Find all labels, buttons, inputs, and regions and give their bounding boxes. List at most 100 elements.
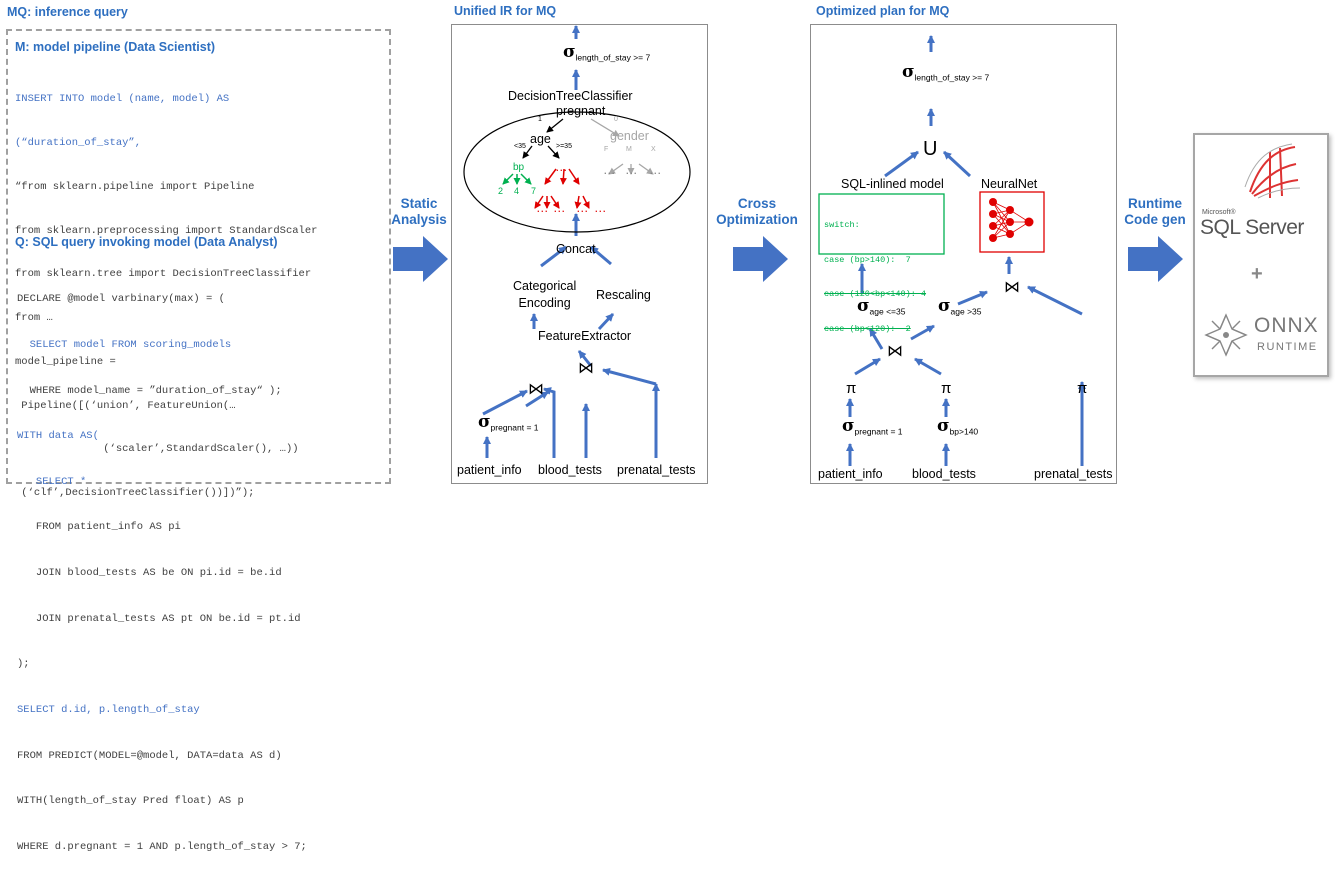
switch-line: switch: — [824, 220, 860, 230]
code-line: FROM patient_info AS pi — [17, 521, 181, 534]
opt-graph — [818, 35, 1086, 466]
edge — [957, 290, 988, 306]
code-line: FROM PREDICT(MODEL=@model, DATA=data AS … — [17, 749, 282, 762]
sql-server-logo-icon — [1244, 143, 1300, 199]
code-line: from … — [15, 312, 53, 325]
cross-optimization-label: Cross Optimization — [702, 196, 812, 228]
ir-red-dots-5: … — [594, 201, 607, 215]
opt-sql-inlined-label: SQL-inlined model — [841, 177, 944, 191]
code-line: SELECT * — [17, 475, 87, 488]
opt-union: U — [923, 138, 938, 160]
edge — [482, 389, 528, 416]
edge — [884, 150, 919, 178]
ir-gray-dots-1: … — [603, 163, 616, 177]
neuralnet-box — [979, 191, 1045, 253]
runtime-codegen-arrow — [1128, 236, 1183, 282]
ir-edge-lt35: <35 — [514, 143, 526, 150]
code-line: from sklearn.tree import DecisionTreeCla… — [15, 268, 312, 281]
code-line: WITH(length_of_stay Pred float) AS p — [17, 795, 244, 808]
ir-gray-dots-3: … — [649, 163, 662, 177]
onnx-logo-icon — [1204, 313, 1248, 357]
sql-inlined-box — [818, 193, 945, 255]
code-line: (‘scaler’,StandardScaler(), …)) — [15, 443, 299, 456]
code-line: (“duration_of_stay”, — [15, 136, 142, 149]
opt-title: Optimized plan for MQ — [816, 4, 950, 18]
ir-dtc-label: DecisionTreeClassifier — [508, 89, 633, 103]
ir-gender-label: gender — [610, 129, 649, 143]
label-line: Runtime — [1128, 196, 1182, 211]
ir-rescaling: Rescaling — [596, 288, 651, 302]
edge — [590, 245, 612, 266]
label-line: Analysis — [391, 212, 447, 227]
ir-categorical-encoding: Categorical Encoding — [513, 278, 576, 312]
sql-server-label: SQL Server — [1200, 216, 1304, 239]
ir-age-label: age — [530, 132, 551, 146]
opt-neuralnet-label: NeuralNet — [981, 177, 1038, 191]
code-line: WHERE model_name = ”duration_of_stay“ ); — [17, 384, 282, 397]
edge — [854, 357, 881, 376]
code-line: model_pipeline = — [15, 355, 116, 368]
edge — [942, 150, 972, 178]
opt-patient-info: patient_info — [818, 467, 883, 481]
onnx-label: ONNX — [1254, 314, 1319, 337]
ir-graph — [463, 25, 691, 458]
edge — [543, 387, 556, 458]
switch-line: case (bp<120): 2 — [824, 323, 911, 334]
ir-gender-f: F — [604, 146, 609, 153]
opt-pi-mid: π — [941, 380, 952, 397]
edge — [602, 367, 657, 386]
ir-leaf-4: 4 — [514, 186, 520, 196]
code-line: WITH data AS( — [17, 430, 99, 443]
runtime-codegen-label: Runtime Code gen — [1119, 196, 1191, 228]
decision-tree-ellipse — [463, 111, 691, 233]
opt-sigma-age-gt: σage >35 — [938, 296, 982, 317]
edge — [597, 312, 615, 331]
ir-prenatal-tests: prenatal_tests — [617, 463, 696, 477]
sigma-subscript: pregnant = 1 — [854, 426, 903, 437]
ir-red-dots-4: … — [576, 201, 589, 215]
code-line: SELECT model FROM scoring_models — [17, 339, 232, 352]
edge — [910, 324, 935, 341]
opt-join-mid: ⋈ — [887, 343, 903, 360]
code-line: WHERE d.pregnant = 1 AND p.length_of_sta… — [17, 840, 307, 853]
ir-red-dots-3: … — [553, 201, 566, 215]
switch-line: case (bp>140): 7 — [824, 254, 911, 265]
ir-patient-info: patient_info — [457, 463, 522, 477]
sigma-subscript: age >35 — [950, 306, 982, 317]
opt-blood-tests: blood_tests — [912, 467, 976, 481]
opt-sigma-bp: σbp>140 — [937, 416, 979, 437]
ir-blood-tests: blood_tests — [538, 463, 602, 477]
sigma-subscript: pregnant = 1 — [490, 422, 539, 433]
ir-pregnant-label: pregnant — [556, 104, 606, 118]
ir-edge-ge35: >=35 — [556, 143, 572, 150]
label-line: Static — [400, 196, 438, 211]
opt-panel — [810, 24, 1117, 484]
opt-sigma-age-le: σage <=35 — [857, 296, 906, 317]
ir-title: Unified IR for MQ — [454, 4, 557, 18]
ir-panel — [451, 24, 708, 484]
ir-gray-dots-2: … — [625, 163, 638, 177]
ir-concat: Concat — [556, 242, 596, 256]
opt-join-right: ⋈ — [1004, 279, 1020, 296]
sigma-subscript: length_of_stay >= 7 — [575, 52, 651, 63]
ir-gender-m: M — [626, 146, 632, 153]
ir-leaf-7: 7 — [531, 186, 537, 196]
code-line: JOIN prenatal_tests AS pt ON be.id = pt.… — [17, 612, 301, 625]
ir-join-top: ⋈ — [578, 360, 594, 377]
ir-red-dots-1: … — [555, 160, 568, 174]
edge — [577, 350, 593, 367]
left-dashed-box — [6, 29, 391, 484]
q-code-block: DECLARE @model varbinary(max) = ( SELECT… — [17, 262, 307, 870]
ir-gender-x: X — [651, 146, 656, 153]
label-line: Optimization — [716, 212, 798, 227]
opt-pi-right: π — [1077, 380, 1088, 397]
code-line: “from sklearn.pipeline import Pipeline — [15, 180, 255, 193]
code-line: Pipeline([(‘union’, FeatureUnion(… — [15, 399, 236, 412]
code-line: INSERT INTO model (name, model) AS — [15, 93, 230, 106]
code-line: ); — [17, 658, 30, 671]
code-line: DECLARE @model varbinary(max) = ( — [17, 293, 225, 306]
onnx-runtime-label: RUNTIME — [1257, 341, 1318, 353]
sigma-subscript: age <=35 — [869, 306, 906, 317]
edge — [1027, 285, 1083, 316]
node-line: Encoding — [518, 296, 571, 310]
